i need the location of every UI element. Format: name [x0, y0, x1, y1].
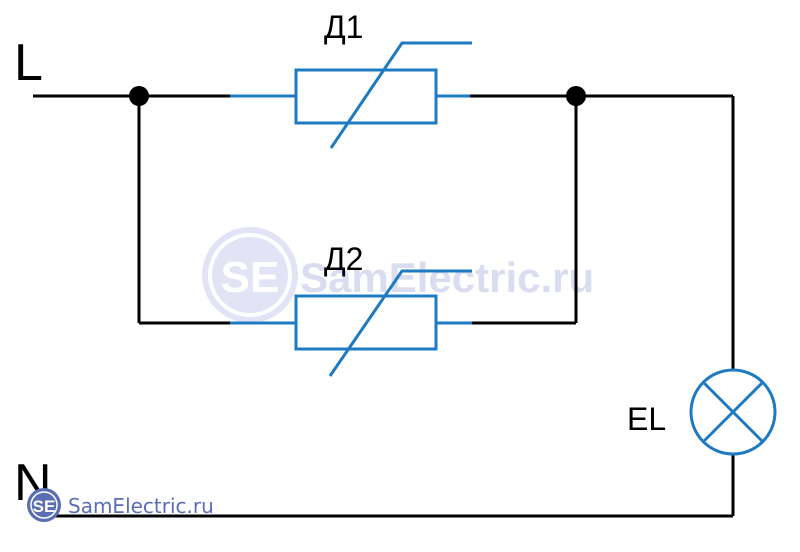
label-lamp: EL: [627, 401, 666, 437]
logo-small-text: SE: [33, 497, 56, 516]
watermark-logo-outer: [202, 227, 298, 323]
watermark-center: SE SamElectric.ru: [202, 227, 594, 323]
d2-nonlinear-mark: [328, 269, 472, 377]
watermark-small-text: SamElectric.ru: [68, 494, 214, 518]
label-d1: Д1: [324, 9, 363, 45]
varistor-d1: [230, 41, 472, 149]
watermark-logo-text: SE: [221, 253, 280, 302]
wires: [33, 94, 735, 518]
label-d2: Д2: [324, 241, 363, 277]
lamp-circle: [689, 368, 777, 456]
varistor-d2: [230, 269, 472, 377]
watermark-logo-ring: [208, 233, 292, 317]
lamp-el: [689, 368, 777, 456]
watermark-text: SamElectric.ru: [300, 254, 594, 301]
junction-right: [566, 86, 586, 106]
junction-left: [129, 86, 149, 106]
logo-small-ring: [30, 491, 58, 519]
d1-nonlinear-mark: [329, 41, 472, 149]
lamp-cross-2: [701, 380, 765, 444]
watermark-small: SE SamElectric.ru: [27, 488, 214, 522]
logo-small-circle: [27, 488, 61, 522]
label-line: L: [14, 34, 43, 92]
